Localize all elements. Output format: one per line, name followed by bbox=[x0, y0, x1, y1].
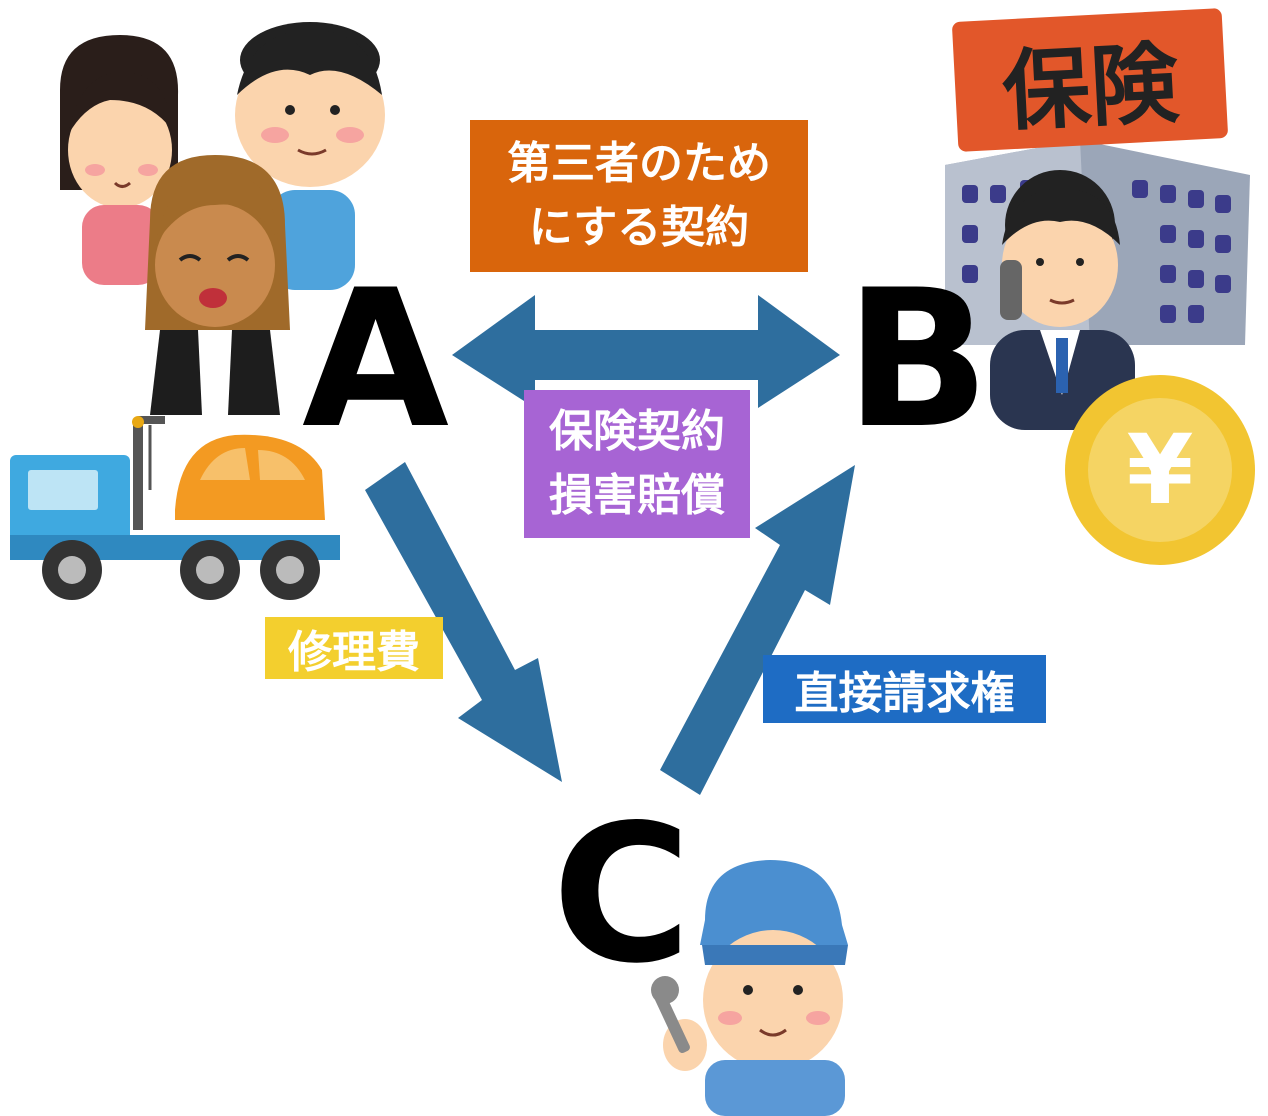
node-b-label: B bbox=[845, 249, 990, 470]
contract-label-line1: 第三者のため bbox=[507, 138, 771, 189]
yen-symbol-text: ¥ bbox=[1126, 414, 1194, 526]
contract-label: 第三者のため にする契約 bbox=[470, 120, 808, 272]
yen-symbol: ¥ bbox=[1100, 410, 1220, 530]
insurance-label-line2: 損害賠償 bbox=[549, 470, 725, 521]
arrow-c-to-b bbox=[660, 465, 855, 795]
arrow-a-to-c bbox=[365, 462, 562, 782]
double-arrow-a-b bbox=[452, 295, 840, 408]
insurance-label: 保険契約 損害賠償 bbox=[524, 390, 750, 538]
building-sign-text: 保険 bbox=[999, 30, 1181, 144]
tow-truck-icon bbox=[10, 416, 340, 600]
insurance-company-icon bbox=[945, 140, 1250, 430]
repair-cost-label: 修理費 bbox=[265, 617, 443, 679]
insurance-label-line1: 保険契約 bbox=[549, 406, 725, 457]
yen-coin-icon bbox=[1065, 375, 1255, 565]
direct-claim-label: 直接請求権 bbox=[763, 655, 1046, 723]
direct-claim-text: 直接請求権 bbox=[794, 668, 1015, 719]
node-c-label: C bbox=[552, 784, 692, 1005]
node-a-label: A bbox=[302, 249, 450, 470]
mechanic-icon bbox=[651, 860, 848, 1116]
building-sign: 保険 bbox=[951, 8, 1229, 152]
family-people-icon bbox=[60, 22, 385, 415]
repair-cost-text: 修理費 bbox=[288, 627, 420, 678]
contract-label-line2: にする契約 bbox=[528, 202, 750, 253]
